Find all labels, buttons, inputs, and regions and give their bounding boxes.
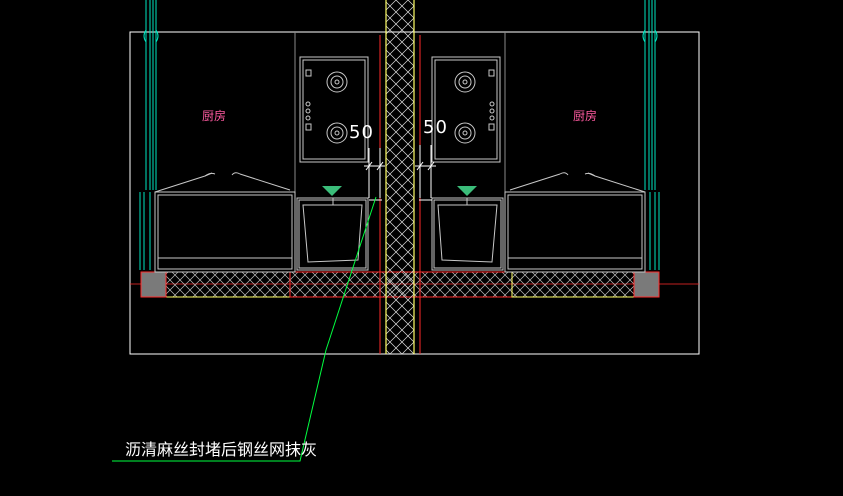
left-hood-marker — [322, 186, 342, 196]
right-window-lines — [642, 0, 660, 270]
right-column — [633, 271, 660, 298]
right-stove — [431, 56, 501, 163]
dimension-left — [364, 148, 385, 198]
dimension-right — [415, 145, 436, 198]
left-sink-cabinet — [296, 197, 369, 271]
left-stove — [299, 56, 369, 163]
dimension-label-left: 50 — [349, 122, 374, 143]
room-label-left: 厨房 — [202, 109, 227, 123]
right-hood-marker — [457, 186, 477, 196]
dimension-label-right: 50 — [423, 117, 448, 138]
left-counter — [154, 172, 296, 273]
center-wall — [379, 0, 421, 354]
callout-note: 沥清麻丝封堵后钢丝网抹灰 — [125, 440, 318, 459]
left-column — [140, 271, 167, 298]
right-counter — [504, 172, 646, 273]
left-window-lines — [139, 0, 159, 270]
callout-leader — [112, 196, 377, 462]
right-sink-cabinet — [431, 197, 504, 271]
room-label-right: 厨房 — [573, 109, 598, 123]
